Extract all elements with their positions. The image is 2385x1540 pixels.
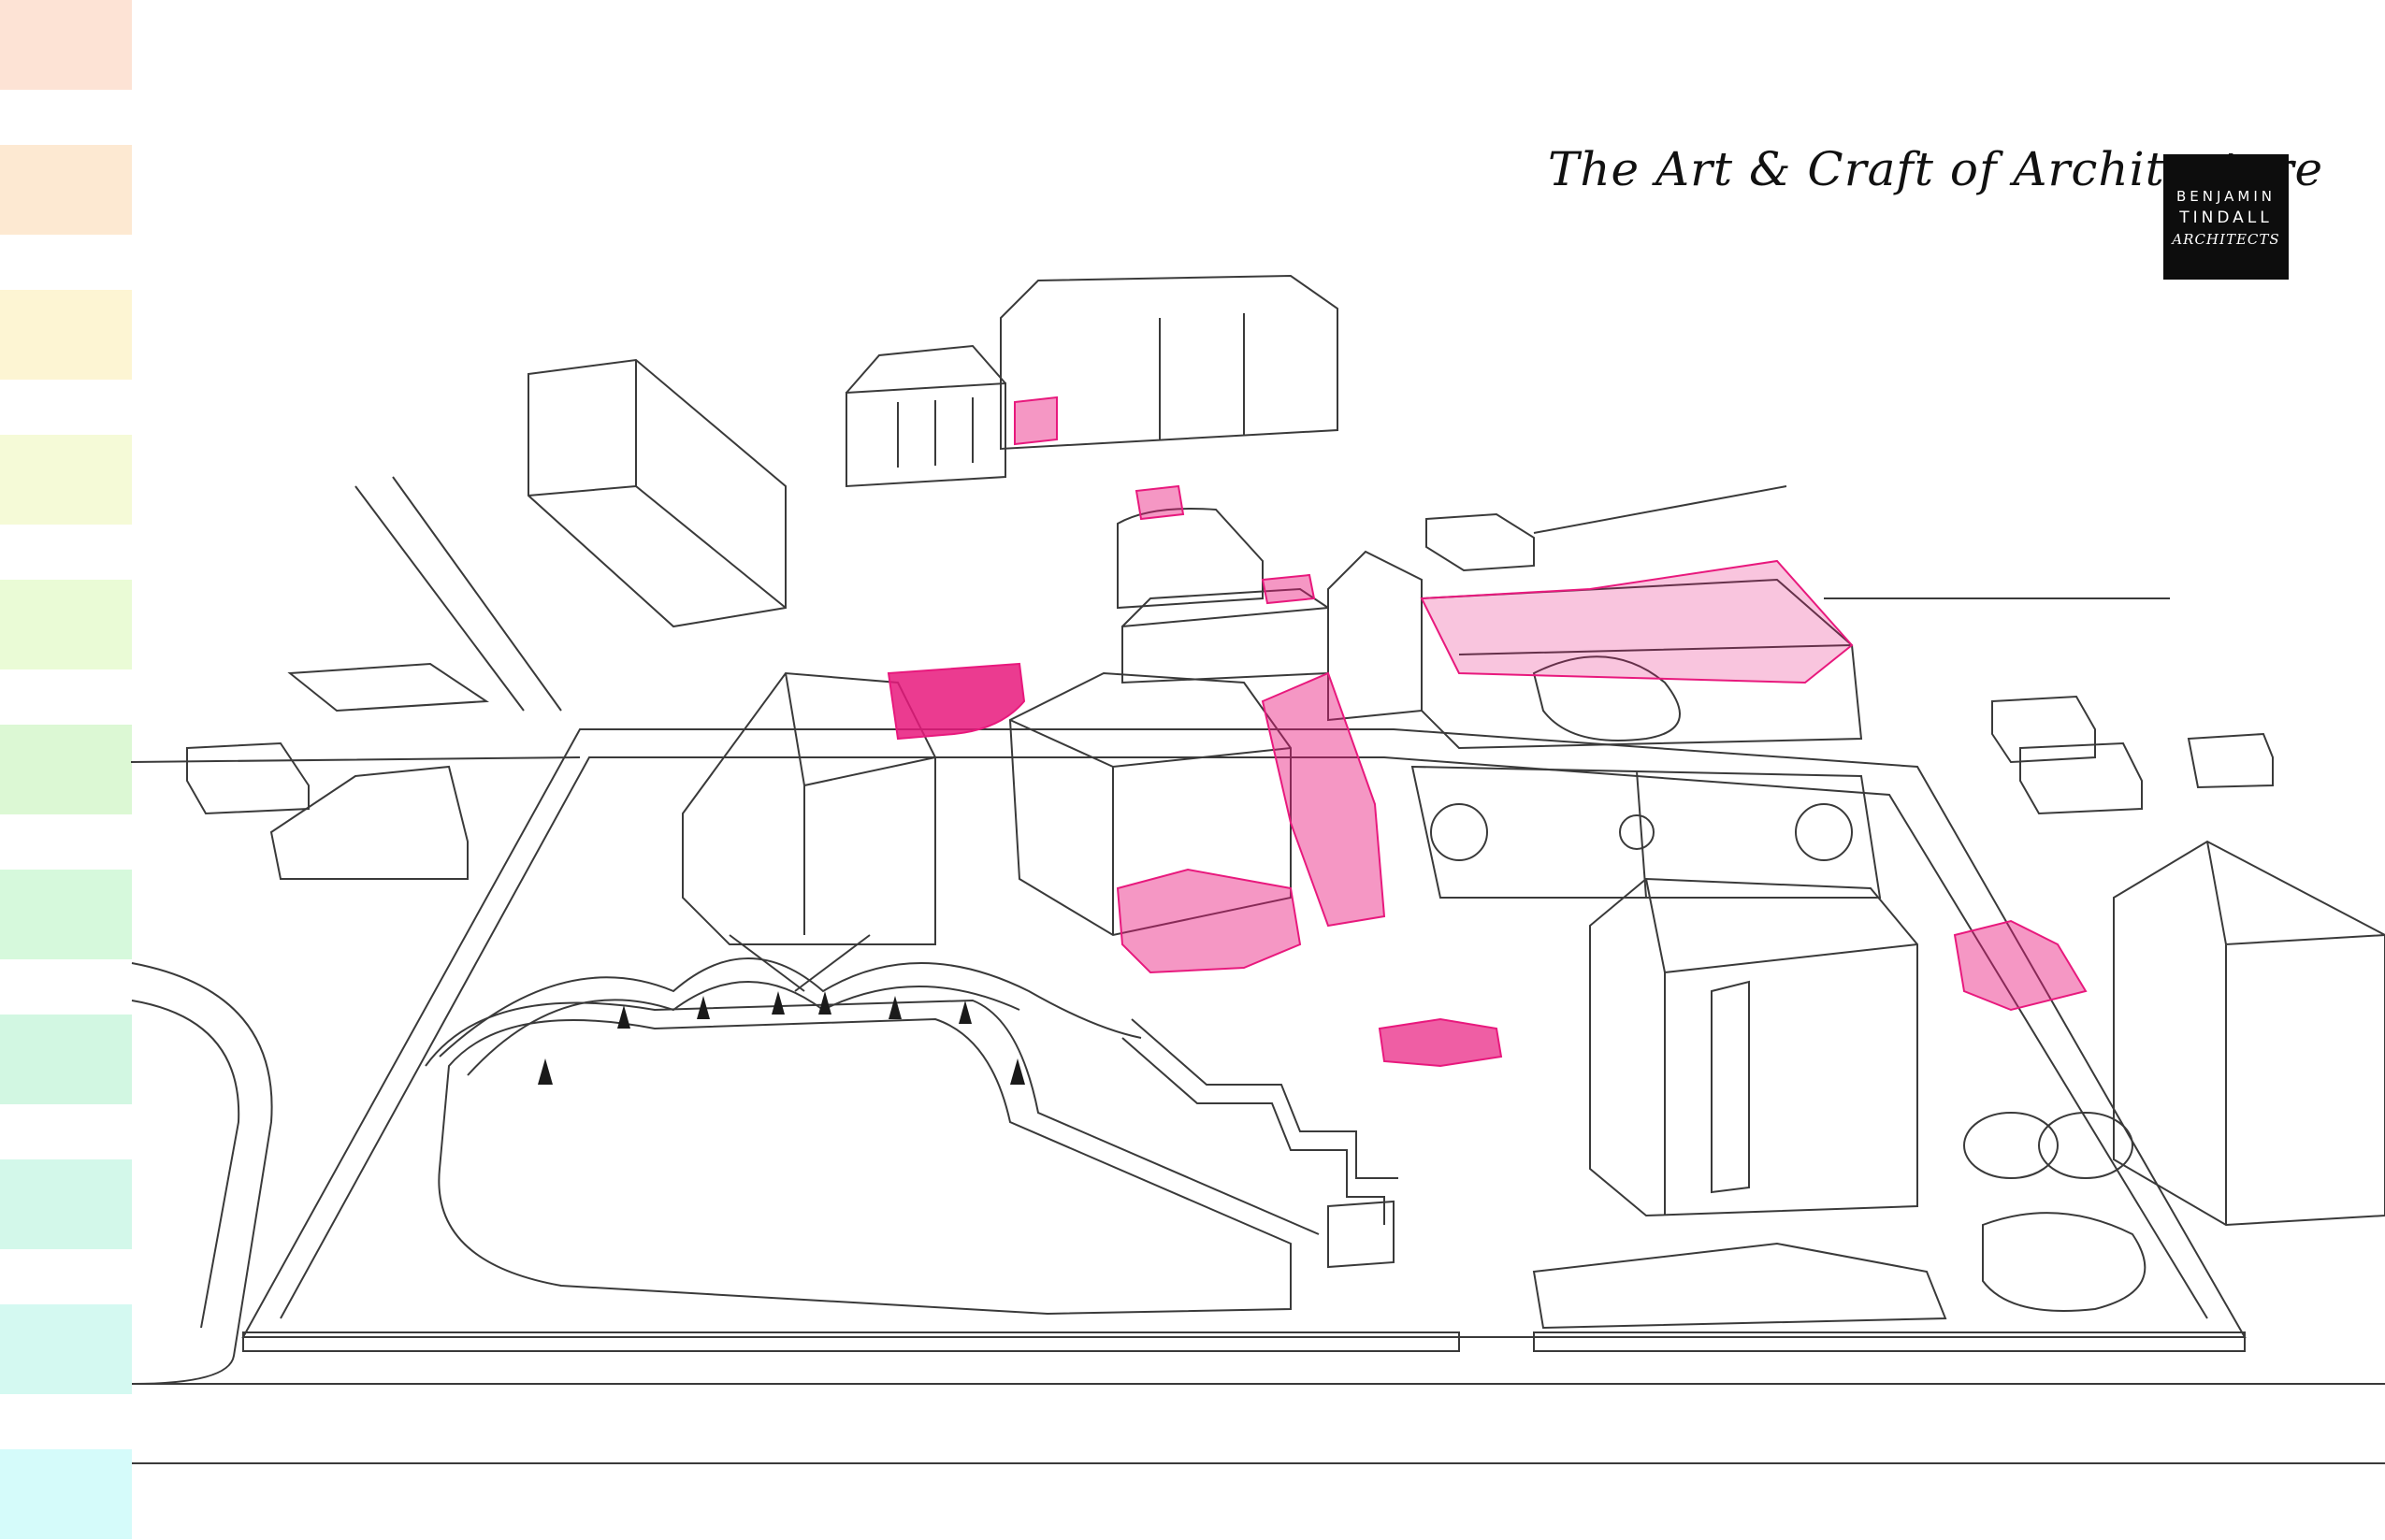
color-swatch-strip (0, 0, 132, 1540)
site-boundary (241, 728, 2247, 1338)
garden-path (1982, 1212, 2146, 1312)
logo-line-3: ARCHITECTS (2172, 231, 2280, 248)
courtyard-block (1421, 578, 1863, 750)
color-swatch (0, 435, 132, 525)
color-swatch (0, 1159, 132, 1249)
road-left-inner (131, 1000, 240, 1329)
small-block-3 (2019, 741, 2143, 815)
architects-logo: BENJAMIN TINDALL ARCHITECTS (2163, 154, 2289, 280)
road-bottom (132, 1383, 2385, 1464)
color-swatch (0, 1304, 132, 1394)
ramp-right (1532, 1242, 1947, 1330)
color-swatch (0, 870, 132, 959)
color-swatch (0, 145, 132, 235)
school-building (1589, 877, 1918, 1217)
front-wall (242, 1331, 1460, 1352)
main-house-left (682, 671, 936, 945)
color-swatch (0, 725, 132, 814)
road-northeast (1533, 485, 2170, 599)
highlight-block-red (887, 662, 1026, 741)
highlight-roof-east (1420, 559, 1854, 684)
shed-left (186, 741, 310, 815)
small-block-4 (2187, 732, 2274, 789)
color-swatch (0, 1015, 132, 1104)
highlight-canopy-mid (1378, 1017, 1503, 1068)
highlight-extension-north (1014, 396, 1058, 446)
site-boundary-inner (280, 756, 2208, 1319)
front-wall-right (1533, 1331, 2246, 1352)
road-left (131, 962, 273, 1385)
pavilion (1117, 508, 1264, 610)
logo-line-1: BENJAMIN (2176, 188, 2276, 205)
road-north (130, 476, 581, 763)
terrace-paths (439, 957, 1142, 1058)
lawn-edge (425, 999, 1320, 1235)
color-swatch (0, 1449, 132, 1539)
tree-row (538, 991, 1025, 1085)
outbuilding-left (287, 662, 490, 712)
ramp (1121, 1037, 1385, 1225)
tower-mid (1327, 550, 1423, 722)
highlight-roof-top (1135, 484, 1185, 521)
color-swatch (0, 290, 132, 380)
highlight-link-east (1261, 573, 1316, 605)
garden-circle-2 (2038, 1112, 2133, 1179)
small-block-2 (1991, 695, 2096, 764)
gate-box (1327, 1200, 1395, 1269)
color-swatch (0, 0, 132, 90)
highlight-lodge-right (1953, 919, 2088, 1012)
highlight-pavilion-pink (1116, 868, 1302, 974)
house-left (269, 765, 469, 880)
lawn (438, 1017, 1292, 1316)
logo-line-2: TINDALL (2179, 209, 2273, 227)
highlight-dining-wing (1261, 671, 1386, 928)
color-swatch (0, 580, 132, 669)
small-block-1 (1425, 512, 1535, 572)
far-right-block (2113, 840, 2385, 1227)
house-north (846, 344, 1006, 488)
garden-circle-1 (1963, 1112, 2059, 1179)
block-north-right (1000, 274, 1338, 451)
building-top-mid (1121, 587, 1329, 684)
block-north-left (528, 358, 787, 628)
amphitheatre (1532, 655, 1681, 741)
sports-court (1410, 765, 1882, 899)
